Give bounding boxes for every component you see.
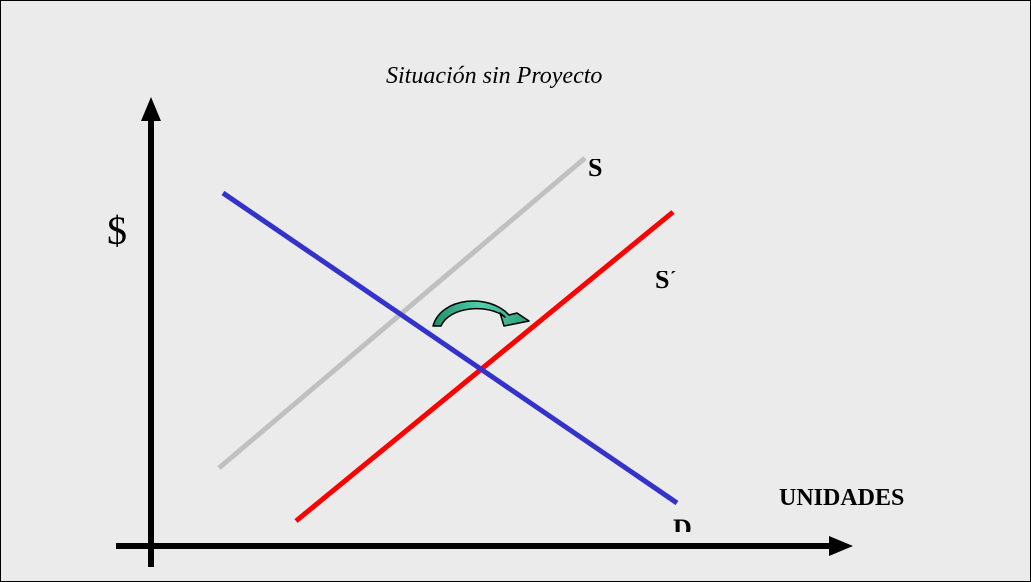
diagram-title: Situación sin Proyecto: [386, 63, 603, 89]
supply-curve-shifted-label: S´: [655, 271, 679, 289]
curved-shift-arrow-icon: [432, 300, 530, 327]
demand-curve-label-box: D: [673, 518, 703, 532]
y-axis-label: $: [107, 208, 127, 253]
supply-curve-shifted-label-box: S´: [655, 271, 689, 289]
y-axis-arrowhead: [141, 97, 161, 121]
x-axis-label: UNIDADES: [779, 485, 905, 511]
supply-curve-original-label: S: [588, 159, 603, 177]
supply-curve-original-label-box: S: [588, 159, 618, 177]
demand-curve: [221, 190, 679, 506]
x-axis-arrowhead: [829, 536, 853, 556]
supply-curve-shifted: [294, 210, 675, 523]
demand-curve-label: D: [673, 518, 692, 532]
